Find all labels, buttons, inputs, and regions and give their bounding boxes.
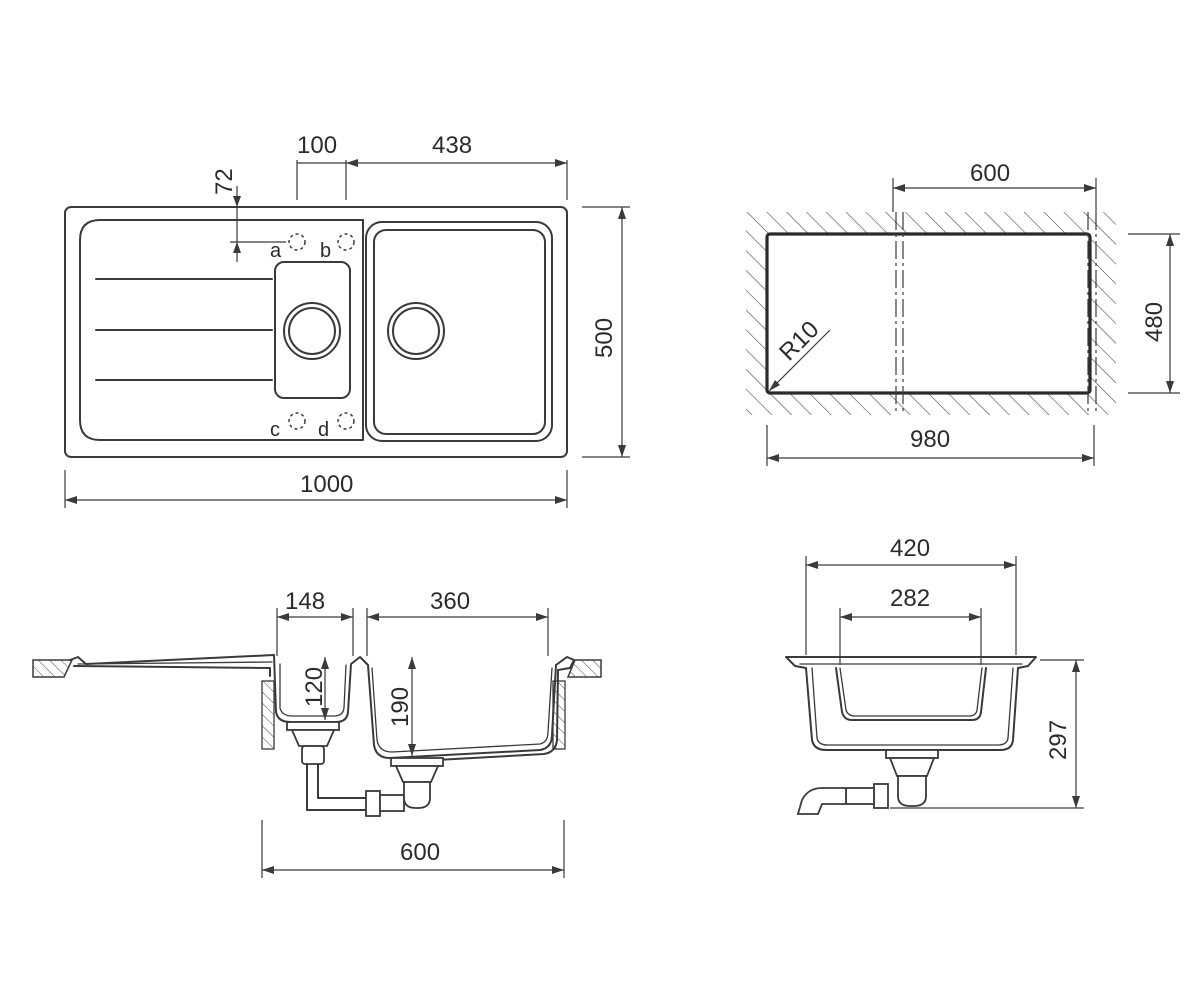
arrowhead xyxy=(552,866,564,874)
sink-profile-outer xyxy=(69,654,575,763)
dim-edge-to-tap: 100 xyxy=(297,132,337,159)
dim-corner-radius: R10 xyxy=(774,316,824,366)
side-profile-inner xyxy=(799,663,1023,746)
main-bowl-drain-inner xyxy=(392,307,440,355)
small-bowl xyxy=(274,261,351,399)
arrowhead xyxy=(893,184,905,192)
cutout-rectangle xyxy=(765,232,1092,395)
arrowhead xyxy=(555,496,567,504)
tap-hole-label-c: c xyxy=(270,419,280,441)
side-pipe-elbow xyxy=(796,787,847,815)
arrowhead xyxy=(408,657,416,669)
main-bowl-waste-body xyxy=(394,765,440,783)
side-profile-outer xyxy=(785,656,1037,751)
arrowhead xyxy=(555,159,567,167)
arrowhead xyxy=(346,159,358,167)
dim-inner-width: 282 xyxy=(890,585,930,612)
sink-outline xyxy=(64,206,568,458)
cutout-view: R10 600 480 980 xyxy=(746,160,1180,466)
side-waste-trap xyxy=(897,775,927,807)
cabinet-wall-left xyxy=(261,680,275,750)
drainer-area xyxy=(79,219,364,441)
small-bowl-waste-body xyxy=(290,729,336,747)
arrowhead xyxy=(618,445,626,457)
dim-main-bowl-depth: 190 xyxy=(387,687,414,727)
front-section: 148 360 120 190 600 xyxy=(32,588,602,878)
dim-tap-from-back: 72 xyxy=(211,168,238,195)
tap-hole-b xyxy=(337,233,355,251)
side-waste-flange xyxy=(885,749,939,759)
drainer-edge xyxy=(73,665,271,677)
worktop-hatch xyxy=(746,212,1116,415)
dim-small-bowl-depth: 120 xyxy=(301,667,328,707)
arrowhead xyxy=(277,613,289,621)
pipe-connector xyxy=(365,790,381,817)
arrowhead xyxy=(1082,454,1094,462)
tap-hole-label-d: d xyxy=(318,419,329,441)
arrowhead xyxy=(840,613,852,621)
main-bowl-waste-flange xyxy=(390,757,444,767)
dim-overall-height: 297 xyxy=(1045,720,1072,760)
tap-hole-label-a: a xyxy=(270,240,282,262)
dim-cutout-depth: 480 xyxy=(1141,302,1168,342)
worktop-right xyxy=(566,659,602,678)
arrowhead xyxy=(1166,381,1174,393)
arrowhead xyxy=(1166,234,1174,246)
dim-cabinet-width: 600 xyxy=(970,160,1010,187)
arrowhead xyxy=(806,561,818,569)
arrowhead xyxy=(408,744,416,756)
sink-profile-inner xyxy=(77,661,553,753)
side-pipe-connector xyxy=(873,783,889,809)
small-bowl-waste-flange xyxy=(286,721,340,731)
arrowhead xyxy=(341,613,353,621)
dim-main-bowl-width-front: 360 xyxy=(430,588,470,615)
arrowhead xyxy=(321,657,329,669)
dim-small-bowl-width: 148 xyxy=(285,588,325,615)
tap-hole-c xyxy=(288,412,306,430)
hatch-boundary xyxy=(746,212,1116,415)
worktop-left xyxy=(32,659,74,678)
dim-overall-width: 1000 xyxy=(300,471,353,498)
pipe-connector-nut xyxy=(379,794,405,812)
arrowhead xyxy=(233,242,241,253)
dim-main-bowl-width: 438 xyxy=(432,132,472,159)
arrowhead xyxy=(321,708,329,720)
tap-hole-d xyxy=(337,412,355,430)
dim-outer-width: 420 xyxy=(890,535,930,562)
main-bowl xyxy=(365,221,553,442)
overflow-pipe xyxy=(306,763,373,811)
arrowhead xyxy=(367,613,379,621)
small-bowl-waste-trap xyxy=(301,745,325,765)
arrowhead xyxy=(536,613,548,621)
arrowhead xyxy=(1084,184,1096,192)
main-bowl-inner xyxy=(373,229,546,435)
side-waste-body xyxy=(888,757,936,777)
dim-cabinet-width-front: 600 xyxy=(400,839,440,866)
top-view: a b c d 72 100 438 500 1000 xyxy=(64,132,630,508)
side-section: 420 282 297 xyxy=(785,535,1084,815)
arrowhead xyxy=(618,207,626,219)
tap-hole-label-b: b xyxy=(320,240,331,262)
arrowhead xyxy=(1072,796,1080,808)
small-bowl-drain-inner xyxy=(288,307,336,355)
side-bowl-step xyxy=(835,667,987,721)
main-bowl-drain xyxy=(387,302,445,360)
arrowhead xyxy=(1072,660,1080,672)
small-bowl-drain xyxy=(283,302,341,360)
main-bowl-waste-trap xyxy=(403,781,431,809)
dim-overall-depth: 500 xyxy=(591,318,618,358)
dim-cutout-width: 980 xyxy=(910,426,950,453)
arrowhead xyxy=(769,380,780,391)
arrowhead xyxy=(233,196,241,207)
arrowhead xyxy=(969,613,981,621)
arrowhead xyxy=(767,454,779,462)
arrowhead xyxy=(1004,561,1016,569)
side-pipe-nut xyxy=(845,787,875,805)
side-bowl-step-inner xyxy=(839,667,983,717)
tap-hole-a xyxy=(288,233,306,251)
radius-leader xyxy=(768,329,831,392)
arrowhead xyxy=(262,866,274,874)
arrowhead xyxy=(65,496,77,504)
